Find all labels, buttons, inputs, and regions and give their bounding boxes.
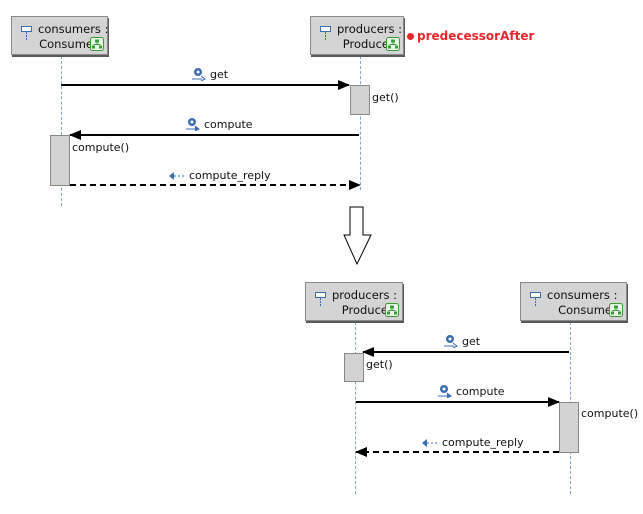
structure-hierarchy-icon	[385, 303, 399, 317]
message-label-text: compute	[204, 117, 253, 131]
message-label-compute-top[interactable]: compute	[186, 117, 253, 131]
lifeline-name: producers :	[332, 288, 398, 302]
lifeline-producers-bottom[interactable]	[355, 322, 356, 494]
message-label-compute-reply-bottom[interactable]: compute_reply	[422, 436, 524, 449]
message-label-text: compute_reply	[189, 169, 271, 182]
execution-compute-top[interactable]	[50, 135, 70, 186]
lifeline-header-consumers-top[interactable]: consumers : Consume	[11, 16, 108, 55]
message-label-compute-reply-top[interactable]: compute_reply	[169, 169, 271, 182]
operation-label-get-bottom: get()	[366, 358, 393, 371]
lifeline-type: Produce	[342, 37, 389, 51]
lifeline-producers-top[interactable]	[360, 56, 361, 190]
lifeline-type: Produce	[341, 303, 388, 317]
operation-label-get-top: get()	[372, 91, 399, 104]
annotation-text: predecessorAfter	[417, 29, 535, 43]
lifeline-name: consumers :	[547, 288, 618, 302]
execution-get-top[interactable]	[350, 85, 370, 115]
lifeline-name: producers :	[337, 22, 403, 36]
message-label-text: compute_reply	[442, 436, 524, 449]
reply-arrow-icon	[422, 438, 438, 447]
gear-message-icon	[186, 118, 200, 131]
execution-get-bottom[interactable]	[344, 353, 364, 382]
lifeline-header-consumers-bottom[interactable]: consumers : Consume	[520, 282, 627, 321]
gear-message-icon	[444, 335, 458, 348]
message-label-text: compute	[456, 384, 505, 398]
lifeline-object-icon	[21, 26, 32, 40]
execution-compute-bottom[interactable]	[559, 402, 579, 453]
lifeline-object-icon	[320, 26, 331, 40]
annotation-dot-icon	[407, 32, 414, 40]
gear-message-icon	[192, 68, 206, 81]
lifeline-consumers-top[interactable]	[61, 56, 62, 206]
lifeline-type: Consume	[558, 303, 612, 317]
structure-hierarchy-icon	[386, 37, 400, 51]
structure-hierarchy-icon	[90, 37, 104, 51]
lifeline-object-icon	[530, 292, 541, 306]
operation-label-compute-top: compute()	[72, 141, 130, 154]
lifeline-name: consumers :	[38, 22, 109, 36]
lifeline-object-icon	[315, 292, 326, 306]
lifeline-header-producers-bottom[interactable]: producers : Produce	[305, 282, 403, 321]
structure-hierarchy-icon	[609, 303, 623, 317]
lifeline-type: Consume	[39, 37, 93, 51]
reply-arrow-icon	[169, 171, 185, 180]
message-label-get-top[interactable]: get	[192, 67, 228, 81]
message-label-compute-bottom[interactable]: compute	[438, 384, 505, 398]
message-label-text: get	[462, 334, 481, 348]
annotation-predecessor-after: predecessorAfter	[407, 29, 534, 43]
gear-message-icon	[438, 385, 452, 398]
operation-label-compute-bottom: compute()	[581, 407, 639, 420]
hollow-down-arrow-icon	[343, 206, 372, 266]
lifeline-header-producers-top[interactable]: producers : Produce	[310, 16, 404, 55]
message-label-text: get	[210, 67, 229, 81]
message-label-get-bottom[interactable]: get	[444, 334, 480, 348]
